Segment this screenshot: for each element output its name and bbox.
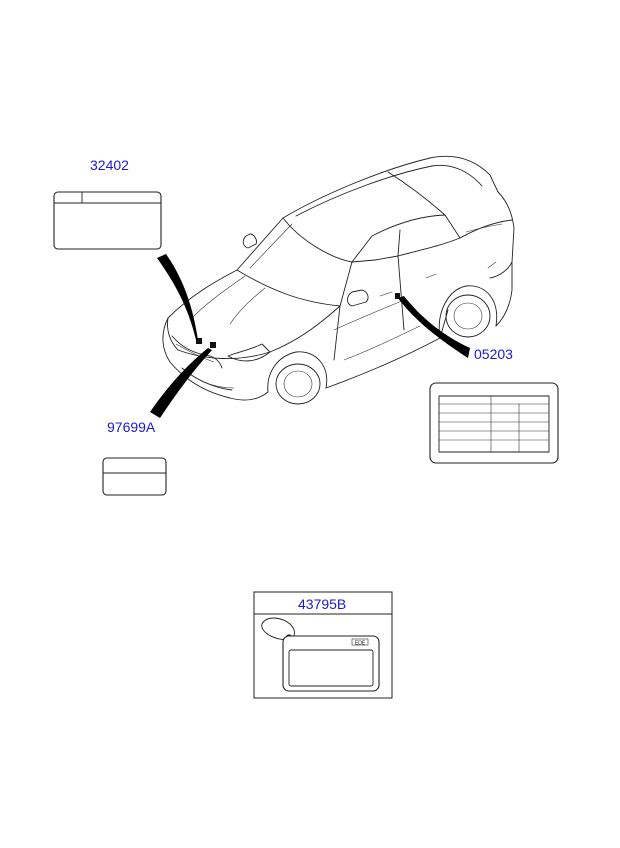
label-05203-sticker xyxy=(429,382,559,464)
label-32402-sticker xyxy=(53,191,162,250)
leader-lines xyxy=(150,254,470,418)
label-43795b-box: EDE xyxy=(253,591,393,699)
part-number-43795b[interactable]: 43795B xyxy=(298,596,347,612)
car-illustration xyxy=(162,155,515,405)
part-number-32402[interactable]: 32402 xyxy=(90,157,129,173)
part-number-05203[interactable]: 05203 xyxy=(474,346,513,362)
label-97699a-sticker xyxy=(102,457,167,496)
part-number-97699a[interactable]: 97699A xyxy=(107,419,156,435)
tag-text: EDE xyxy=(355,641,365,647)
